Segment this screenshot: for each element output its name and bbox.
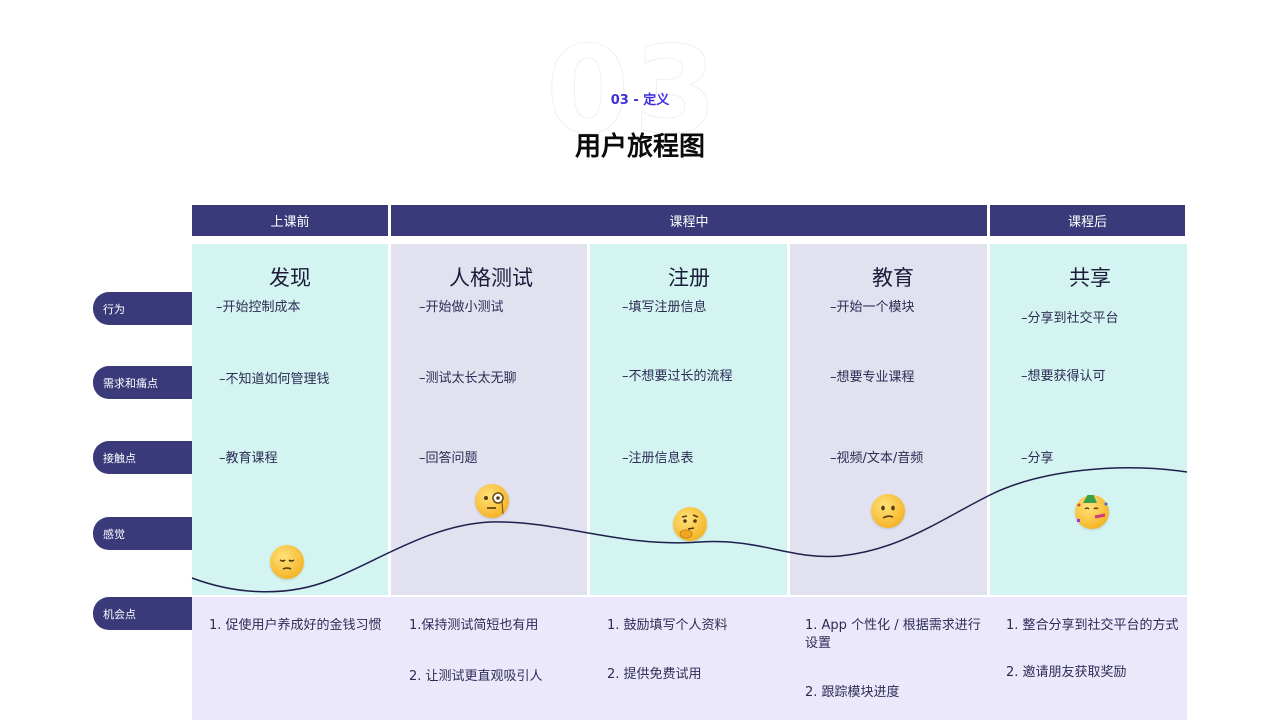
touchpoint-cell: –教育课程	[219, 451, 278, 466]
pain-point-cell: –不想要过长的流程	[622, 369, 733, 384]
pain-point-cell: –不知道如何管理钱	[219, 372, 330, 387]
stage-column-discover	[192, 244, 388, 595]
behavior-cell: –填写注册信息	[622, 300, 707, 315]
stage-column-education	[790, 244, 987, 595]
section-number-watermark: 03	[546, 22, 721, 162]
touchpoint-cell: –分享	[1021, 451, 1054, 466]
opportunity-item: 1. App 个性化 / 根据需求进行设置	[805, 618, 981, 651]
pain-point-cell: –测试太长太无聊	[419, 371, 517, 386]
phase-label: 上课前	[270, 215, 310, 230]
phase-during-class: 课程中	[391, 205, 987, 236]
phase-before-class: 上课前	[192, 205, 388, 236]
touchpoint-cell: –视频/文本/音频	[830, 451, 924, 466]
behavior-cell: –分享到社交平台	[1021, 311, 1119, 326]
thinking-face-icon	[673, 507, 707, 541]
confused-face-icon	[871, 494, 905, 528]
phase-after-class: 课程后	[990, 205, 1185, 236]
touchpoint-cell: –注册信息表	[622, 451, 694, 466]
opportunity-item: 1.保持测试简短也有用	[409, 618, 539, 633]
stage-title-personality-test: 人格测试	[449, 266, 533, 290]
opportunity-item: 1. 促使用户养成好的金钱习惯	[209, 618, 382, 633]
row-label-needs-pain: 需求和痛点	[93, 366, 192, 399]
stage-column-share	[990, 244, 1187, 595]
stage-title-discover: 发现	[269, 266, 311, 290]
opportunity-item: 2. 提供免费试用	[607, 667, 702, 682]
opportunity-item: 1. 鼓励填写个人资料	[607, 618, 728, 633]
touchpoint-cell: –回答问题	[419, 451, 478, 466]
row-label-feeling: 感觉	[93, 517, 192, 550]
stage-title-share: 共享	[1069, 266, 1111, 290]
pensive-face-icon	[270, 545, 304, 579]
row-label-behavior: 行为	[93, 292, 192, 325]
behavior-cell: –开始一个模块	[830, 300, 915, 315]
stage-title-register: 注册	[668, 266, 710, 290]
monocle-face-icon	[475, 484, 509, 518]
row-label-opportunities: 机会点	[93, 597, 192, 630]
behavior-cell: –开始做小测试	[419, 300, 504, 315]
opportunity-item: 2. 邀请朋友获取奖励	[1006, 665, 1127, 680]
phase-label: 课程后	[1067, 215, 1107, 230]
opportunity-band	[192, 597, 1187, 720]
partying-face-icon	[1075, 495, 1109, 529]
opportunity-item: 1. 整合分享到社交平台的方式	[1006, 618, 1179, 633]
pain-point-cell: –想要专业课程	[830, 370, 915, 385]
row-label-touchpoints: 接触点	[93, 441, 192, 474]
page-title: 用户旅程图	[574, 132, 705, 162]
behavior-cell: –开始控制成本	[216, 300, 301, 315]
stage-title-education: 教育	[872, 266, 914, 290]
stage-column-personality-test	[391, 244, 587, 595]
phase-label: 课程中	[669, 215, 709, 230]
pain-point-cell: –想要获得认可	[1021, 369, 1106, 384]
opportunity-item: 2. 跟踪模块进度	[805, 685, 900, 700]
section-eyebrow: 03 - 定义	[610, 93, 670, 108]
opportunity-item: 2. 让测试更直观吸引人	[409, 669, 543, 684]
